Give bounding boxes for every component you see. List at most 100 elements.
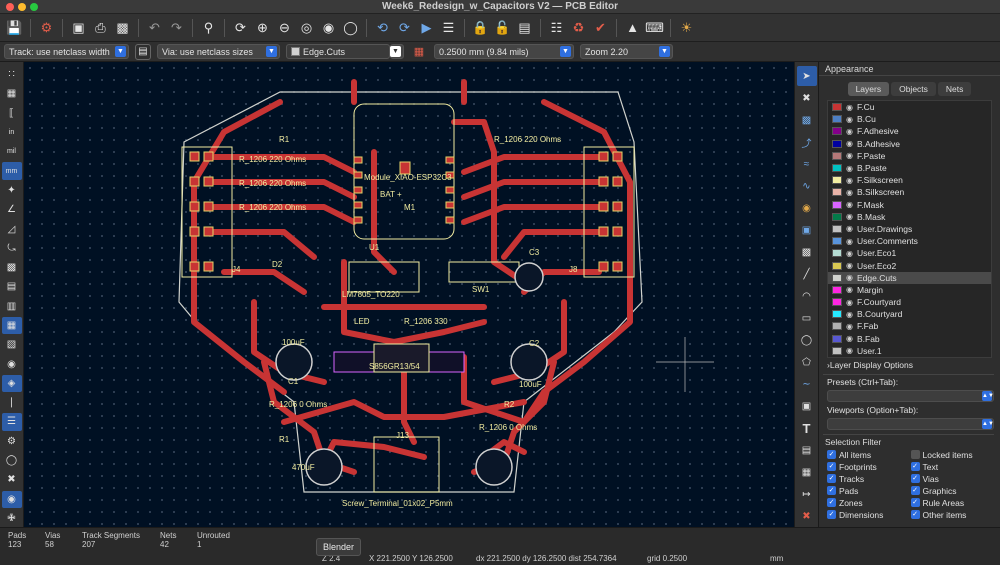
- eye-icon[interactable]: ◉: [846, 248, 853, 258]
- layer-color-swatch[interactable]: [832, 115, 842, 124]
- layer-pair-select-icon[interactable]: ▦: [413, 46, 425, 58]
- filter-checkbox[interactable]: ✓Pads: [827, 485, 911, 496]
- zone-fill-icon[interactable]: ▩: [6, 262, 17, 274]
- appearance-panel-icon[interactable]: ☰: [1, 413, 22, 431]
- layer-pair-icon[interactable]: ▲: [626, 20, 639, 35]
- pcb-canvas[interactable]: Module_XIAO-ESP32C3 M1 U1 LM7805_TO220 S…: [24, 62, 794, 527]
- eye-icon[interactable]: ◉: [846, 187, 853, 197]
- checkbox-icon[interactable]: ✓: [910, 474, 920, 483]
- draw-arc-icon[interactable]: ◠: [802, 290, 811, 302]
- checkbox-icon[interactable]: ✓: [827, 450, 836, 459]
- drc-icon[interactable]: ✔: [595, 19, 606, 35]
- layer-row[interactable]: ◉F.Mask: [828, 199, 991, 211]
- checkbox-icon[interactable]: ✓: [910, 510, 920, 519]
- tab-nets[interactable]: Nets: [937, 82, 972, 96]
- checkbox-icon[interactable]: ✓: [827, 498, 836, 507]
- layer-color-swatch[interactable]: [832, 322, 842, 331]
- eye-icon[interactable]: ◉: [846, 175, 853, 185]
- eye-icon[interactable]: ◉: [846, 163, 853, 173]
- layer-color-swatch[interactable]: [832, 188, 842, 197]
- cursor-style-icon[interactable]: ✦: [7, 184, 16, 196]
- layer-row[interactable]: ◉F.Silkscreen: [828, 174, 991, 186]
- eye-icon[interactable]: ◉: [846, 151, 853, 161]
- filter-checkbox[interactable]: ✓Tracks: [827, 473, 911, 484]
- units-mil-icon[interactable]: mil: [7, 148, 16, 156]
- layer-dropdown-button[interactable]: ▼: [390, 44, 404, 59]
- pad-outline-icon[interactable]: ▤: [6, 281, 17, 293]
- grid-overlay-icon[interactable]: ▦: [6, 88, 17, 100]
- rotate-ccw-icon[interactable]: ⟲: [377, 19, 388, 35]
- layer-row[interactable]: ◉B.Cu: [828, 113, 991, 125]
- eye-icon[interactable]: ◉: [846, 126, 853, 136]
- layer-row[interactable]: ◉User.Eco2: [828, 259, 991, 271]
- zoom-select[interactable]: Zoom 2.20 ▼: [580, 44, 673, 59]
- zoom-out-icon[interactable]: ⊖: [279, 19, 290, 35]
- contrast-mode-icon[interactable]: ▧: [6, 339, 17, 351]
- add-footprint-icon[interactable]: ▩: [801, 114, 812, 126]
- checkbox-icon[interactable]: ✓: [910, 462, 920, 471]
- layer-row[interactable]: ◉F.Courtyard: [828, 296, 991, 308]
- layer-row[interactable]: ◉F.Paste: [828, 150, 991, 162]
- layer-color-swatch[interactable]: [832, 249, 842, 258]
- plot-icon[interactable]: ▩: [116, 19, 129, 35]
- track-width-auto-icon[interactable]: ▤: [135, 43, 151, 60]
- layer-color-swatch[interactable]: [832, 334, 842, 343]
- filter-checkbox[interactable]: ✓Dimensions: [827, 509, 911, 520]
- route-diff-pair-icon[interactable]: ≈: [803, 158, 810, 170]
- units-inch-icon[interactable]: in: [8, 129, 15, 137]
- grid-dots-icon[interactable]: ∷: [8, 69, 15, 81]
- eye-icon[interactable]: ◉: [846, 114, 853, 124]
- filter-checkbox[interactable]: ✓Rule Areas: [910, 497, 995, 508]
- layer-row[interactable]: ◉User.Eco1: [828, 247, 991, 259]
- eye-icon[interactable]: ◉: [846, 212, 853, 222]
- layer-color-swatch[interactable]: [832, 237, 842, 246]
- layer-row[interactable]: ◉B.Courtyard: [828, 308, 991, 320]
- units-mm-icon[interactable]: mm: [1, 162, 22, 180]
- grid-select[interactable]: 0.2500 mm (9.84 mils) ▼: [434, 44, 574, 59]
- polar-coords-icon[interactable]: ⟦: [9, 107, 14, 119]
- draw-curve-icon[interactable]: ∼: [802, 378, 811, 390]
- select-arrow-icon[interactable]: ➤: [796, 66, 817, 86]
- layer-color-swatch[interactable]: [832, 200, 842, 209]
- filter-checkbox[interactable]: ✓All items: [827, 449, 911, 460]
- layer-row[interactable]: ◉B.Adhesive: [828, 138, 991, 150]
- draw-rectangle-icon[interactable]: ▭: [801, 312, 812, 324]
- zoom-selection-icon[interactable]: ◯: [343, 19, 358, 35]
- layer-display-options[interactable]: ›Layer Display Options: [827, 360, 913, 370]
- delete-tool-icon[interactable]: ✖: [802, 510, 811, 522]
- filter-checkbox[interactable]: ✓Footprints: [827, 461, 911, 472]
- add-image-icon[interactable]: ▣: [801, 400, 812, 412]
- layer-row[interactable]: ◉Margin: [828, 284, 991, 296]
- flip-board-icon[interactable]: ❘: [7, 397, 16, 409]
- filter-checkbox[interactable]: ✓Graphics: [910, 485, 995, 496]
- board-setup-icon[interactable]: ⚙: [40, 19, 53, 35]
- checkbox-icon[interactable]: ✓: [910, 498, 920, 507]
- eye-icon[interactable]: ◉: [846, 236, 853, 246]
- refresh-icon[interactable]: ⟳: [235, 19, 246, 35]
- layer-visibility-icon[interactable]: ◯: [5, 455, 18, 467]
- show-layers-manager-icon[interactable]: ◈: [1, 374, 22, 393]
- unlock-icon[interactable]: 🔓: [494, 19, 511, 35]
- minimize-window-button[interactable]: [18, 3, 26, 11]
- layer-row[interactable]: ◉Edge.Cuts: [828, 271, 991, 284]
- checkbox-icon[interactable]: [910, 450, 920, 459]
- eye-icon[interactable]: ◉: [846, 285, 853, 295]
- eye-icon[interactable]: ◉: [846, 224, 853, 234]
- eye-icon[interactable]: ◉: [846, 139, 853, 149]
- layer-color-swatch[interactable]: [832, 261, 842, 270]
- filter-checkbox[interactable]: ✓Text: [910, 461, 995, 472]
- layer-row[interactable]: ◉B.Paste: [828, 162, 991, 174]
- eye-icon[interactable]: ◉: [846, 273, 853, 283]
- layer-color-swatch[interactable]: [832, 212, 842, 221]
- flip-icon[interactable]: ▶: [421, 19, 432, 35]
- layer-row[interactable]: ◉F.Cu: [828, 101, 991, 113]
- tab-layers[interactable]: Layers: [847, 82, 890, 96]
- presets-dropdown[interactable]: ▲▼: [827, 390, 994, 402]
- 3d-view-icon[interactable]: ◉: [1, 490, 22, 508]
- find-icon[interactable]: ⚲: [203, 19, 214, 35]
- page-settings-icon[interactable]: ▣: [72, 19, 85, 35]
- layer-color-swatch[interactable]: [832, 298, 842, 307]
- local-ratsnest-icon[interactable]: ✖: [802, 92, 811, 104]
- eye-icon[interactable]: ◉: [846, 334, 853, 344]
- layer-row[interactable]: ◉User.Drawings: [828, 223, 991, 235]
